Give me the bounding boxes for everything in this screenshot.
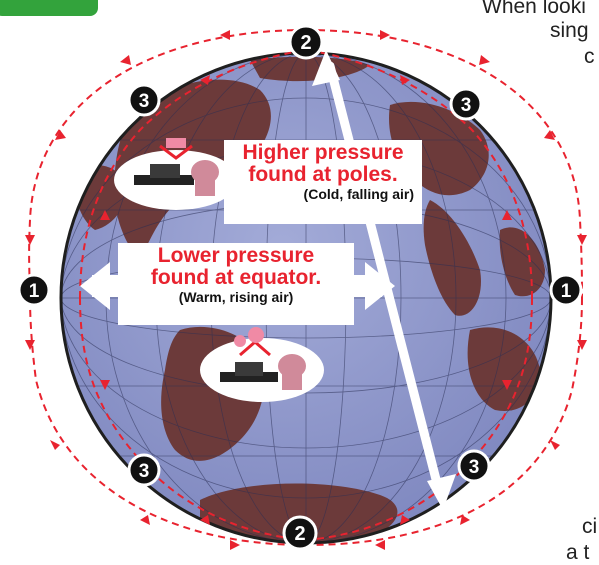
callout-lower-pressure-subtitle: (Warm, rising air) [178, 289, 294, 306]
outer-loop-nw [28, 29, 307, 299]
callout-lower-pressure-line1: Lower pressure [157, 244, 315, 267]
inner-loop-nw [79, 49, 307, 299]
marker-se: 3 [457, 449, 491, 483]
side-text-top-1: When looki [482, 0, 586, 18]
circulation-arrowheads [25, 30, 587, 550]
svg-text:3: 3 [461, 95, 472, 116]
person-lifted-up-icon [200, 327, 324, 402]
side-text-bottom-2: a t [566, 541, 590, 564]
person-pushed-down-icon [114, 138, 238, 210]
marker-nw: 3 [127, 83, 161, 117]
marker-west: 1 [17, 273, 51, 307]
section-tab [0, 0, 98, 16]
marker-sw: 3 [127, 453, 161, 487]
marker-north: 2 [288, 24, 324, 60]
inner-loop-ne [305, 49, 533, 299]
callout-lower-pressure: Lower pressure found at equator. (Warm, … [118, 243, 354, 325]
svg-text:3: 3 [139, 91, 150, 112]
svg-text:2: 2 [294, 523, 305, 545]
svg-text:1: 1 [29, 281, 40, 302]
side-text-top-3: c [584, 45, 595, 68]
inner-loop-sw [79, 297, 307, 541]
marker-badges: 2 2 1 1 3 3 3 [17, 24, 583, 551]
callout-higher-pressure-line1: Higher pressure [242, 141, 404, 164]
callout-higher-pressure: Higher pressure found at poles. (Cold, f… [224, 140, 422, 224]
svg-text:2: 2 [300, 32, 311, 54]
marker-south: 2 [282, 515, 318, 551]
side-text-bottom-1: ci [582, 515, 598, 538]
callout-lower-pressure-line2: found at equator. [150, 266, 322, 290]
callout-higher-pressure-line2: found at poles. [248, 163, 398, 187]
outer-loop-sw [29, 297, 307, 546]
marker-ne: 3 [449, 87, 483, 121]
callout-higher-pressure-subtitle: (Cold, falling air) [303, 186, 414, 203]
svg-text:1: 1 [561, 281, 572, 302]
outer-loop-ne [305, 29, 583, 299]
svg-text:3: 3 [469, 457, 480, 478]
side-text-top-2: sing [550, 19, 589, 42]
svg-text:3: 3 [139, 461, 150, 482]
marker-east: 1 [549, 273, 583, 307]
inner-loop-se [305, 297, 533, 541]
